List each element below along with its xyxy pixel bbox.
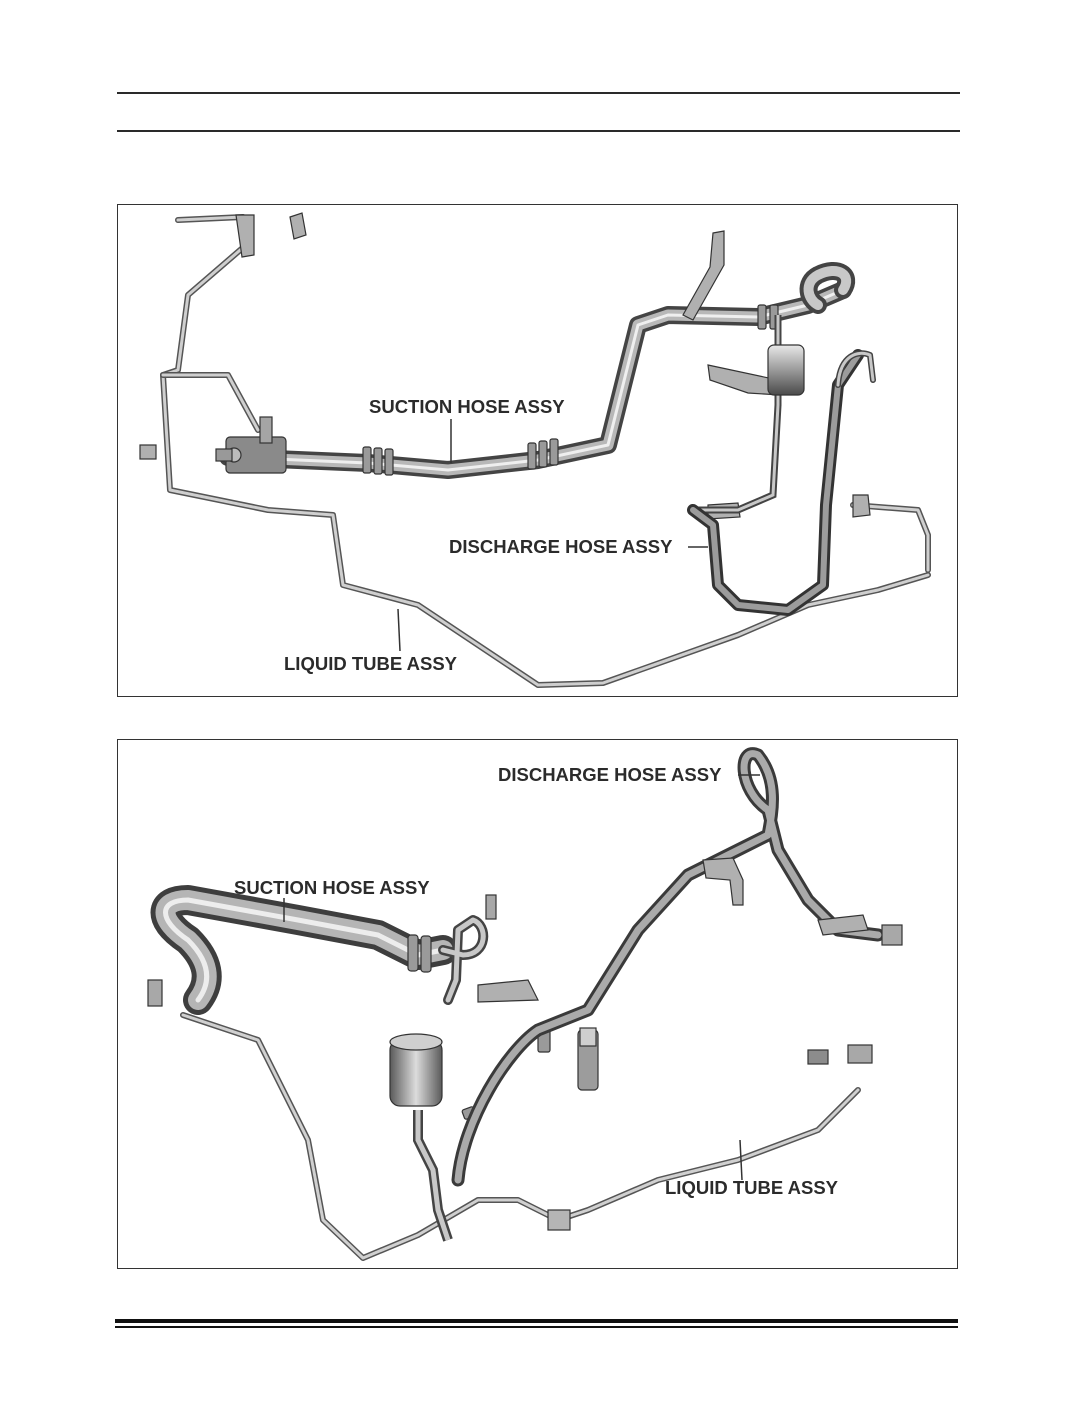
footer-rule-thick [115, 1319, 958, 1323]
label-suction-hose-top: SUCTION HOSE ASSY [369, 396, 565, 417]
figure-top-illustration: SUCTION HOSE ASSY DISCHARGE HOSE ASSY LI… [139, 212, 931, 688]
suction-hose-top [219, 262, 856, 479]
label-liquid-tube-bottom: LIQUID TUBE ASSY [665, 1177, 839, 1198]
footer-rule-thin [115, 1326, 958, 1328]
compressor-fitting-top [215, 416, 287, 474]
header-rule-bottom [117, 130, 960, 132]
suction-hose-bottom [150, 885, 489, 1015]
receiver-drier-bottom [389, 1033, 453, 1242]
liquid-tube-top [160, 214, 931, 688]
discharge-hose-bottom [451, 747, 885, 1187]
receiver-drier-top [696, 315, 805, 514]
figure-bottom-illustration: DISCHARGE HOSE ASSY SUCTION HOSE ASSY LI… [147, 747, 903, 1261]
label-discharge-hose-bottom: DISCHARGE HOSE ASSY [498, 764, 722, 785]
hose-collars-top [362, 304, 779, 476]
mounting-brackets-top [139, 212, 871, 520]
label-suction-hose-bottom: SUCTION HOSE ASSY [234, 877, 430, 898]
leader-lines-bottom [283, 774, 760, 1181]
figure-bottom-frame: DISCHARGE HOSE ASSY SUCTION HOSE ASSY LI… [117, 739, 958, 1269]
label-discharge-hose-top: DISCHARGE HOSE ASSY [449, 536, 673, 557]
discharge-hose-top [687, 349, 876, 616]
header-rule-top [117, 92, 960, 94]
figure-top-frame: SUCTION HOSE ASSY DISCHARGE HOSE ASSY LI… [117, 204, 958, 697]
liquid-tube-bottom [180, 1012, 861, 1261]
mounting-brackets-bottom [147, 857, 903, 1231]
leader-lines-top [397, 419, 708, 652]
label-liquid-tube-top: LIQUID TUBE ASSY [284, 653, 458, 674]
